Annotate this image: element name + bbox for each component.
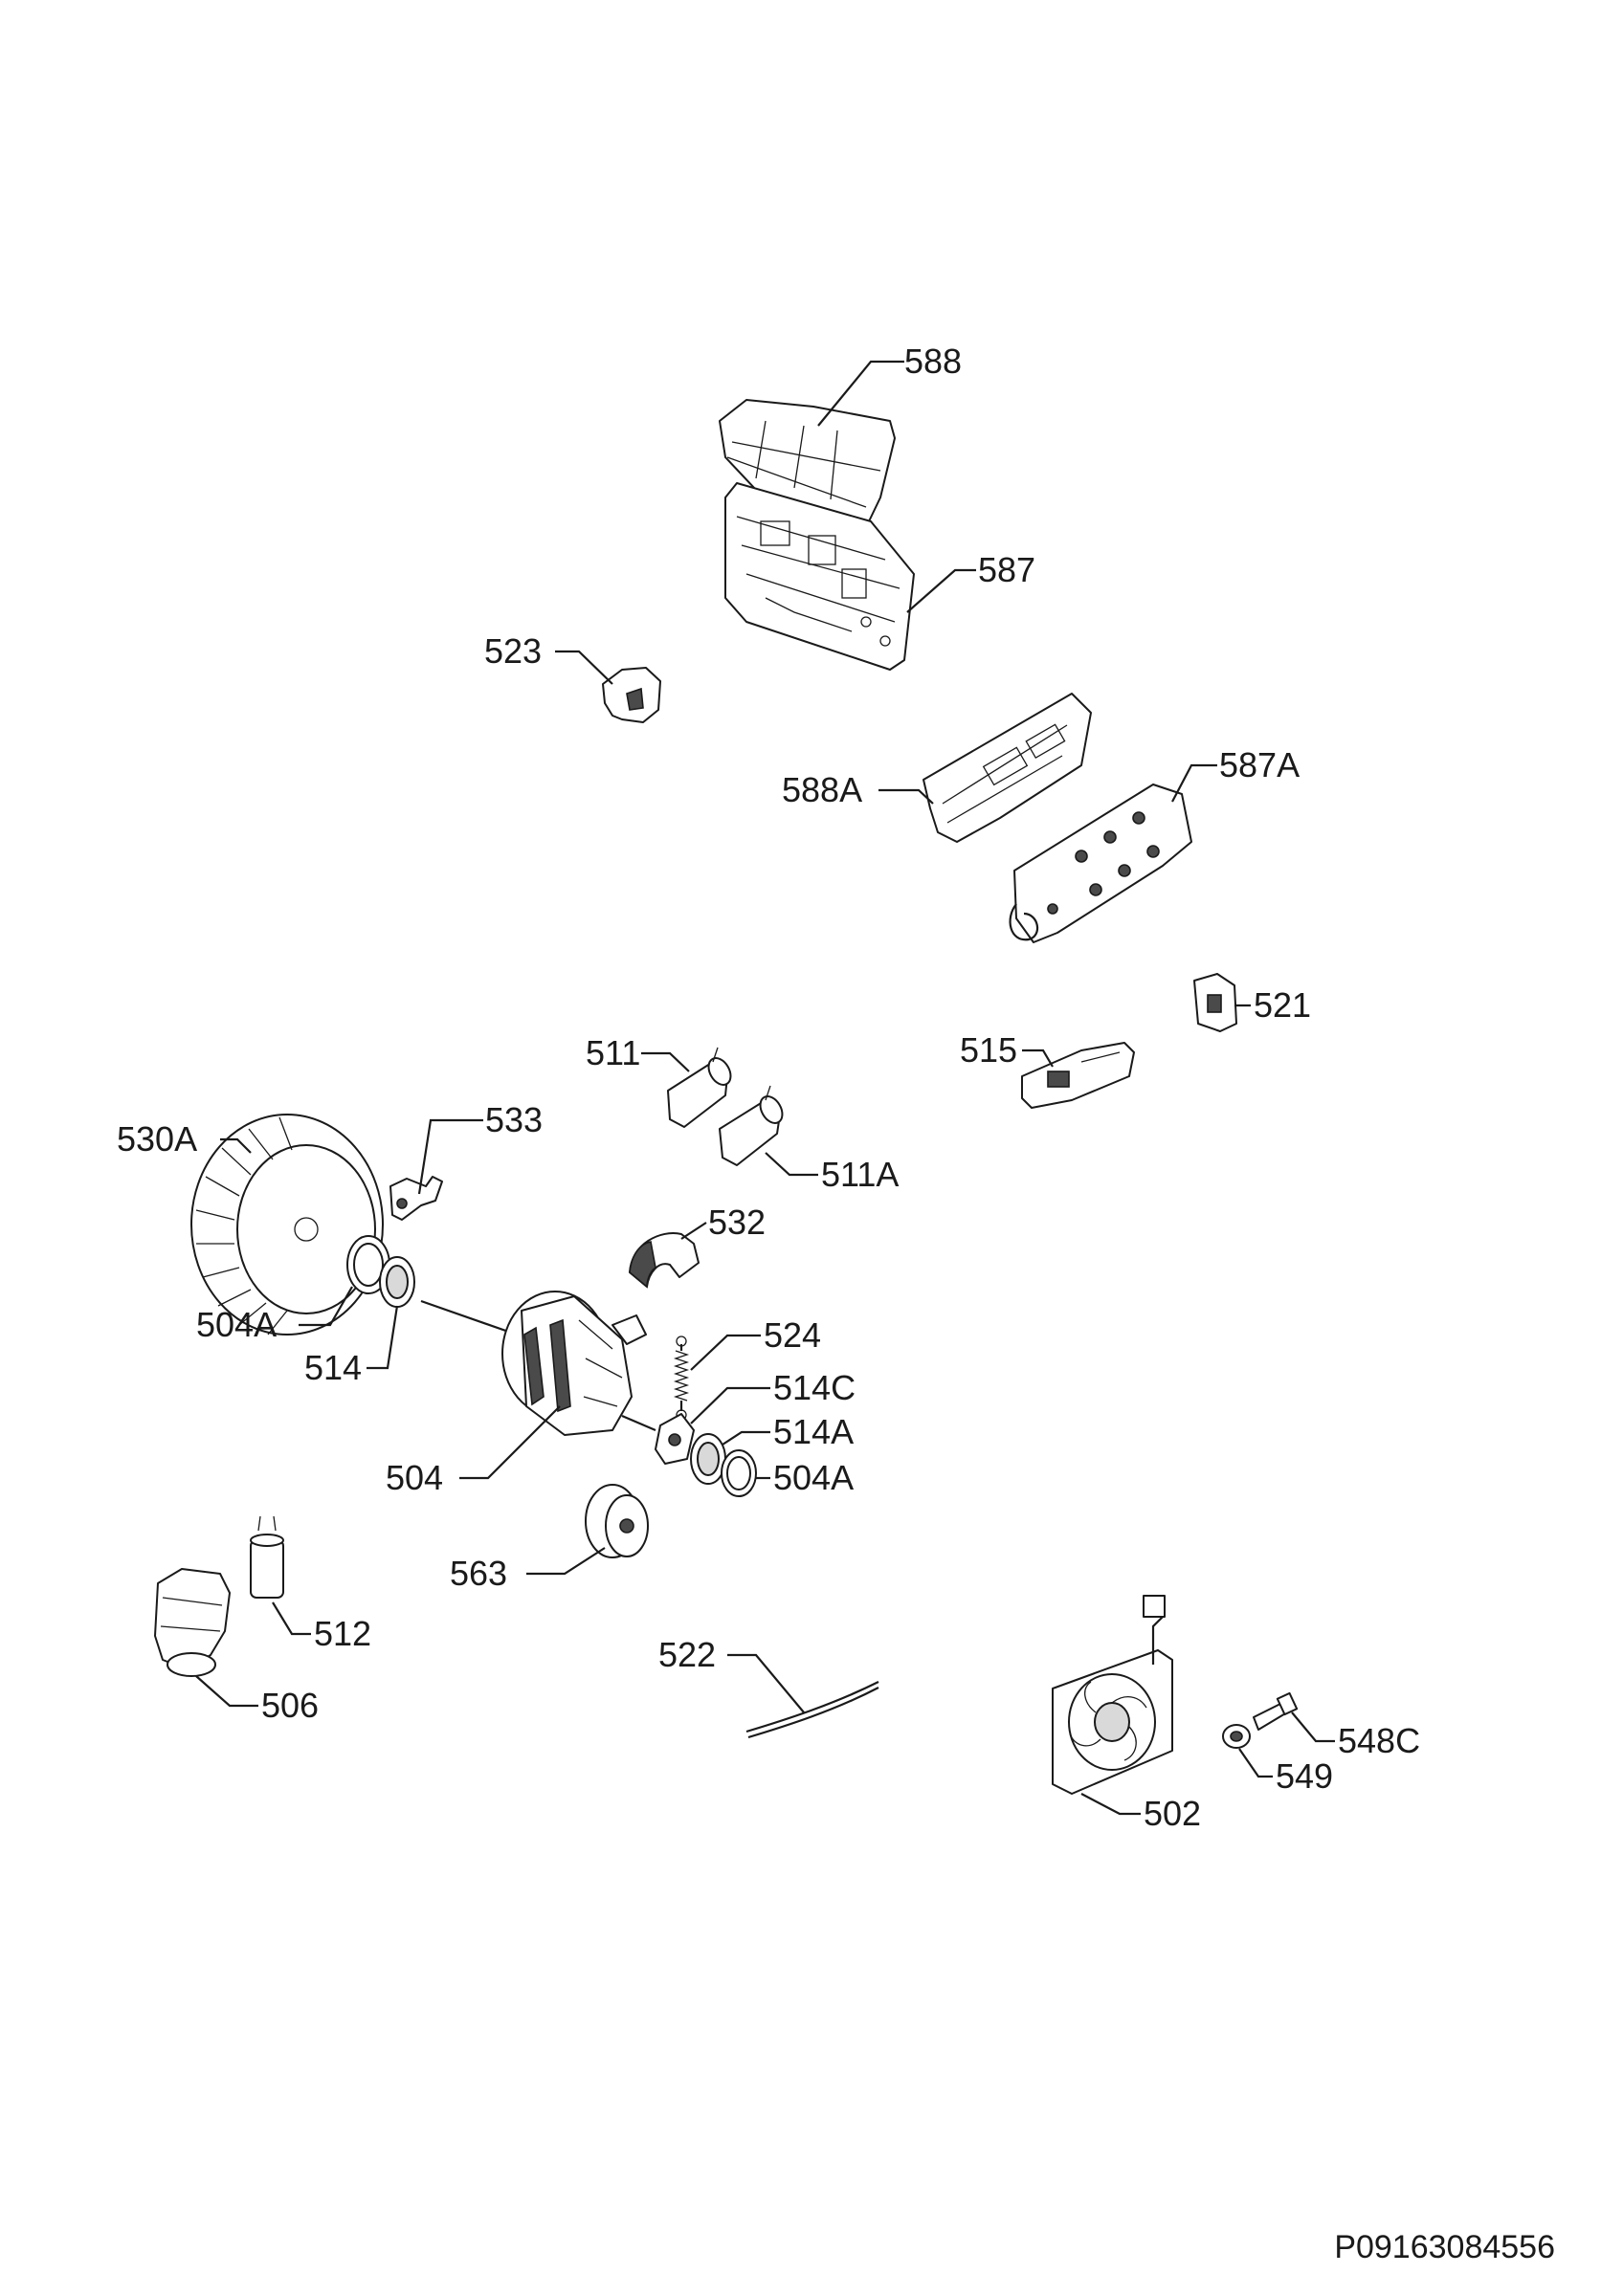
label-512: 512	[314, 1614, 371, 1653]
label-506: 506	[261, 1686, 319, 1725]
part-532-guard-illustration	[629, 1232, 700, 1289]
label-523: 523	[484, 631, 542, 671]
part-587-control-board-illustration	[724, 482, 915, 671]
label-504: 504	[386, 1458, 443, 1497]
part-548C-nozzle-illustration	[1253, 1691, 1299, 1731]
part-523-clip-illustration	[602, 667, 661, 723]
leader-587	[906, 568, 976, 613]
part-549-grommet-illustration	[1222, 1724, 1251, 1749]
part-511A-filter-illustration	[719, 1085, 784, 1166]
leader-504	[459, 1405, 561, 1480]
part-506-pump-illustration	[154, 1568, 231, 1677]
label-502: 502	[1144, 1794, 1201, 1833]
leader-524	[690, 1334, 761, 1371]
leader-514	[367, 1305, 399, 1370]
part-533-bracket-illustration	[389, 1176, 443, 1221]
label-524: 524	[764, 1315, 821, 1355]
part-588A-frame-illustration	[923, 693, 1092, 843]
label-532: 532	[708, 1203, 766, 1242]
label-587A: 587A	[1219, 745, 1300, 784]
label-515: 515	[960, 1030, 1017, 1070]
part-504A-seal-left-illustration	[346, 1235, 390, 1294]
part-522-wire-illustration	[745, 1681, 879, 1739]
part-587A-user-interface-board-illustration	[1009, 784, 1192, 943]
label-504A-left: 504A	[196, 1305, 277, 1344]
label-588A: 588A	[782, 770, 862, 809]
part-524-spring-illustration	[673, 1336, 690, 1421]
part-504-motor-illustration	[420, 1291, 656, 1436]
label-514C: 514C	[773, 1368, 856, 1407]
leader-504A-left	[299, 1286, 353, 1327]
part-504A-seal-right-illustration	[721, 1449, 757, 1497]
leader-588	[817, 360, 904, 427]
label-522: 522	[658, 1635, 716, 1674]
part-labels: 588 587 523 588A 587A 521 515 511 511A 5…	[117, 342, 1420, 1833]
leader-588A	[878, 788, 934, 805]
part-563-pulley-illustration	[585, 1484, 649, 1558]
label-587: 587	[978, 550, 1035, 589]
leader-563	[526, 1547, 606, 1576]
part-514C-washer-illustration	[655, 1413, 695, 1465]
label-563: 563	[450, 1554, 507, 1593]
label-511A: 511A	[821, 1155, 899, 1194]
part-512-capacitor-illustration	[250, 1515, 284, 1599]
leader-532	[680, 1222, 707, 1240]
part-511-filter-illustration	[667, 1047, 732, 1128]
leader-587A	[1171, 763, 1217, 803]
leader-522	[727, 1653, 805, 1713]
part-502-cooling-fan-illustration	[1052, 1595, 1173, 1795]
leader-549	[1238, 1748, 1273, 1778]
label-548C: 548C	[1338, 1721, 1420, 1760]
label-514A: 514A	[773, 1412, 854, 1451]
leader-514A	[722, 1430, 770, 1446]
label-514: 514	[304, 1348, 362, 1387]
leader-514C	[690, 1386, 770, 1424]
leader-506	[195, 1675, 258, 1708]
label-588: 588	[904, 342, 962, 381]
leader-lines	[195, 360, 1335, 1816]
part-514-bearing-illustration	[379, 1256, 415, 1308]
leader-511	[641, 1051, 690, 1072]
leader-511A	[765, 1152, 818, 1177]
part-514A-bearing-illustration	[690, 1433, 726, 1485]
leader-523	[555, 650, 613, 685]
label-549: 549	[1276, 1756, 1333, 1796]
label-511: 511	[586, 1033, 640, 1072]
leader-533	[417, 1118, 483, 1195]
leader-512	[272, 1601, 311, 1636]
leader-548C	[1291, 1711, 1335, 1743]
leader-515	[1022, 1049, 1054, 1068]
leader-502	[1080, 1793, 1141, 1816]
label-504A-right: 504A	[773, 1458, 854, 1497]
label-530A: 530A	[117, 1119, 197, 1159]
part-515-door-lock-illustration	[1021, 1042, 1135, 1109]
reference-code: P09163084556	[1334, 2229, 1555, 2265]
part-530A-fan-wheel-illustration	[190, 1114, 384, 1336]
part-521-switch-illustration	[1193, 973, 1237, 1032]
leader-530A	[220, 1137, 252, 1154]
label-533: 533	[485, 1100, 543, 1139]
label-521: 521	[1254, 985, 1311, 1025]
